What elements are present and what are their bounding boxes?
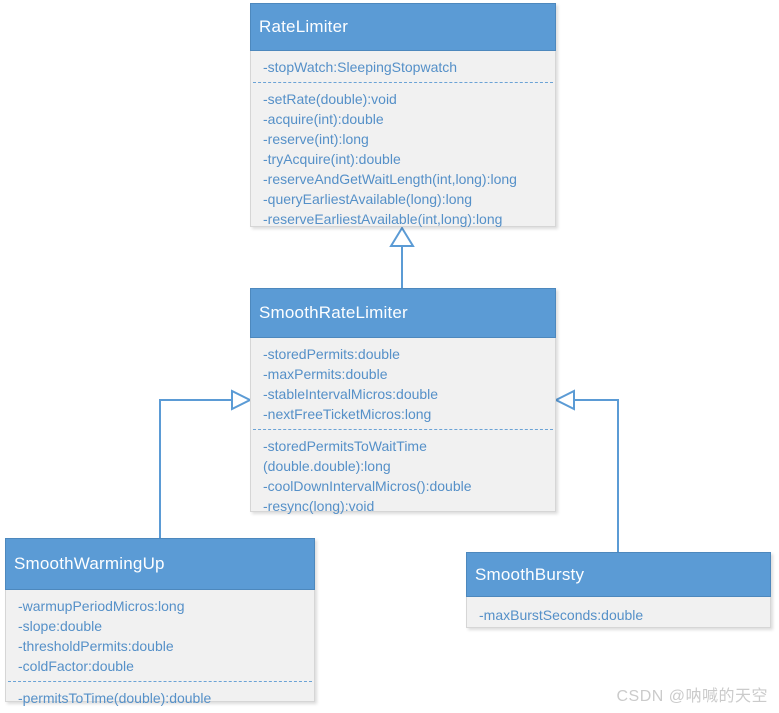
class-box-smoothwarmingup: SmoothWarmingUp -warmupPeriodMicros:long… bbox=[5, 538, 315, 706]
attributes-methods-divider bbox=[253, 82, 553, 83]
member-line: -storedPermits:double bbox=[263, 346, 400, 362]
member-line: -reserve(int):long bbox=[263, 131, 369, 147]
hollow-triangle-icon bbox=[231, 389, 253, 411]
class-title-smoothratelimiter: SmoothRateLimiter bbox=[250, 288, 556, 338]
member-line: -permitsToTime(double):double bbox=[18, 690, 212, 706]
class-box-smoothratelimiter: SmoothRateLimiter -storedPermits:double-… bbox=[250, 288, 556, 514]
methods-section: -permitsToTime(double):double bbox=[6, 682, 314, 713]
attributes-methods-divider bbox=[253, 429, 553, 430]
class-box-ratelimiter: RateLimiter -stopWatch:SleepingStopwatch… bbox=[250, 3, 556, 227]
member-line: -maxPermits:double bbox=[263, 366, 388, 382]
class-title-smoothwarmingup: SmoothWarmingUp bbox=[5, 538, 315, 590]
hollow-triangle-icon bbox=[553, 389, 575, 411]
attributes-section: -maxBurstSeconds:double bbox=[467, 597, 770, 630]
member-line: -stableIntervalMicros:double bbox=[263, 386, 439, 402]
inheritance-arrow-smoothratelimiter-to-ratelimiter bbox=[389, 226, 415, 289]
member-line: -storedPermitsToWaitTime (double.double)… bbox=[263, 438, 427, 474]
member-line: -setRate(double):void bbox=[263, 91, 397, 107]
attributes-section: -stopWatch:SleepingStopwatch bbox=[251, 51, 555, 82]
inheritance-arrow-smoothbursty-to-smoothratelimiter bbox=[553, 389, 619, 552]
member-line: -coldFactor:double bbox=[18, 658, 134, 674]
class-title-ratelimiter: RateLimiter bbox=[250, 3, 556, 51]
methods-section: -storedPermitsToWaitTime (double.double)… bbox=[251, 430, 555, 521]
watermark-text: CSDN @呐喊的天空 bbox=[616, 688, 768, 705]
member-line: -nextFreeTicketMicros:long bbox=[263, 406, 432, 422]
hollow-triangle-icon bbox=[389, 226, 415, 247]
member-line: -thresholdPermits:double bbox=[18, 638, 174, 654]
member-line: -acquire(int):double bbox=[263, 111, 384, 127]
attributes-methods-divider bbox=[8, 681, 312, 682]
member-line: -resync(long):void bbox=[263, 498, 375, 514]
member-line: -maxBurstSeconds:double bbox=[479, 607, 644, 623]
methods-section: -setRate(double):void -acquire(int):doubl… bbox=[251, 83, 555, 234]
attributes-section: -warmupPeriodMicros:long -slope:double -th… bbox=[6, 590, 314, 681]
member-line: -reserveAndGetWaitLength(int,long):long bbox=[263, 171, 517, 187]
member-line: -stopWatch:SleepingStopwatch bbox=[263, 59, 458, 75]
member-line: -warmupPeriodMicros:long bbox=[18, 598, 185, 614]
member-line: -coolDownIntervalMicros():double bbox=[263, 478, 472, 494]
member-line: -tryAcquire(int):double bbox=[263, 151, 401, 167]
member-line: -queryEarliestAvailable(long):long bbox=[263, 191, 473, 207]
attributes-section: -storedPermits:double -maxPermits:double -… bbox=[251, 338, 555, 429]
inheritance-arrow-smoothwarmingup-to-smoothratelimiter bbox=[159, 389, 253, 538]
class-box-smoothbursty: SmoothBursty -maxBurstSeconds:double bbox=[466, 552, 771, 628]
class-title-smoothbursty: SmoothBursty bbox=[466, 552, 771, 597]
member-line: -slope:double bbox=[18, 618, 103, 634]
member-line: -reserveEarliestAvailable(int,long):long bbox=[263, 211, 503, 227]
